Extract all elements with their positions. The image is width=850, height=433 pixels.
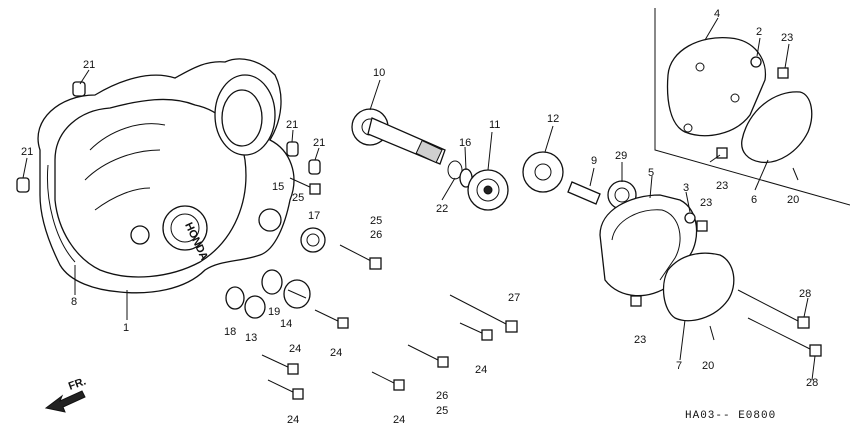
screw-20[interactable]	[792, 167, 799, 181]
bolt-26[interactable]	[339, 244, 382, 270]
label-1: 1	[123, 322, 129, 334]
bolt-26-lower[interactable]	[407, 344, 449, 368]
label-26b: 26	[436, 390, 448, 402]
label-23a: 23	[700, 197, 712, 209]
inset-frame	[654, 8, 850, 206]
label-12: 12	[547, 113, 559, 125]
bolt-24[interactable]	[314, 309, 349, 329]
bolt-24[interactable]	[371, 371, 405, 391]
label-15: 15	[272, 181, 284, 193]
label-19: 19	[268, 306, 280, 318]
label-24c: 24	[287, 414, 299, 426]
shaft[interactable]	[567, 181, 601, 205]
starter-shaft[interactable]	[351, 108, 446, 165]
o-ring[interactable]	[225, 286, 245, 310]
label-26a: 26	[370, 229, 382, 241]
label-22: 22	[436, 203, 448, 215]
label-9: 9	[591, 155, 597, 167]
dowel-pin[interactable]	[286, 141, 299, 157]
label-6: 6	[751, 194, 757, 206]
bolt-23-low[interactable]	[630, 295, 642, 307]
label-21a: 21	[83, 59, 95, 71]
label-24a: 24	[330, 347, 342, 359]
label-29: 29	[615, 150, 627, 162]
label-8: 8	[71, 296, 77, 308]
label-20a: 20	[702, 360, 714, 372]
label-24d: 24	[393, 414, 405, 426]
diagram-code: HA03-- E0800	[685, 410, 776, 422]
label-25a: 25	[292, 192, 304, 204]
label-25c: 25	[436, 405, 448, 417]
plug[interactable]	[244, 295, 266, 319]
bolt-25-upper[interactable]	[289, 177, 321, 195]
label-18: 18	[224, 326, 236, 338]
left-crankcase-cover[interactable]: HONDA	[37, 58, 295, 294]
bolt-23-mid[interactable]	[696, 220, 708, 232]
label-7: 7	[676, 360, 682, 372]
label-23b: 23	[634, 334, 646, 346]
label-14: 14	[280, 318, 292, 330]
dowel-pin[interactable]	[72, 81, 86, 97]
front-label: FR.	[67, 375, 88, 392]
label-17: 17	[308, 210, 320, 222]
oil-seal[interactable]	[300, 227, 326, 253]
label-11: 11	[489, 119, 500, 131]
inset-cover-4[interactable]	[666, 36, 767, 137]
washer-2[interactable]	[750, 56, 762, 68]
front-arrow-icon	[44, 390, 86, 413]
bolt-23-inset[interactable]	[777, 67, 789, 79]
idle-gear[interactable]	[522, 151, 564, 193]
label-21d: 21	[313, 137, 325, 149]
long-bolt-28[interactable]	[737, 289, 810, 329]
label-10: 10	[373, 67, 385, 79]
o-ring[interactable]	[261, 269, 283, 295]
label-13: 13	[245, 332, 257, 344]
label-21b: 21	[21, 146, 33, 158]
label-21c: 21	[286, 119, 298, 131]
bolt-27[interactable]	[449, 294, 518, 333]
dowel-pin[interactable]	[16, 177, 30, 193]
label-2: 2	[756, 26, 762, 38]
label-20b: 20	[787, 194, 799, 206]
label-24b: 24	[289, 343, 301, 355]
bolt-23-inset-low[interactable]	[716, 147, 728, 159]
label-16: 16	[459, 137, 471, 149]
label-4: 4	[714, 8, 720, 20]
label-5: 5	[648, 167, 654, 179]
label-3: 3	[683, 182, 689, 194]
bolt-24[interactable]	[459, 322, 493, 341]
screw-20[interactable]	[709, 325, 715, 341]
part-labels: 21 21 21 21 15 25 17 25 26 8 1 18 13 19 …	[21, 8, 818, 426]
bolt-24[interactable]	[267, 379, 304, 400]
label-25b: 25	[370, 215, 382, 227]
label-23c: 23	[781, 32, 793, 44]
label-23d: 23	[716, 180, 728, 192]
dowel-pin[interactable]	[308, 159, 321, 175]
label-28b: 28	[806, 377, 818, 389]
leader-lines	[22, 17, 816, 381]
label-28a: 28	[799, 288, 811, 300]
cover-plate-lower[interactable]	[662, 252, 735, 322]
snap-ring[interactable]	[447, 160, 463, 180]
long-bolt-28[interactable]	[747, 317, 822, 357]
bolt-24[interactable]	[261, 354, 299, 375]
label-27: 27	[508, 292, 520, 304]
inset-plate-6[interactable]	[741, 91, 813, 164]
starter-gear[interactable]	[467, 169, 509, 211]
label-24e: 24	[475, 364, 487, 376]
